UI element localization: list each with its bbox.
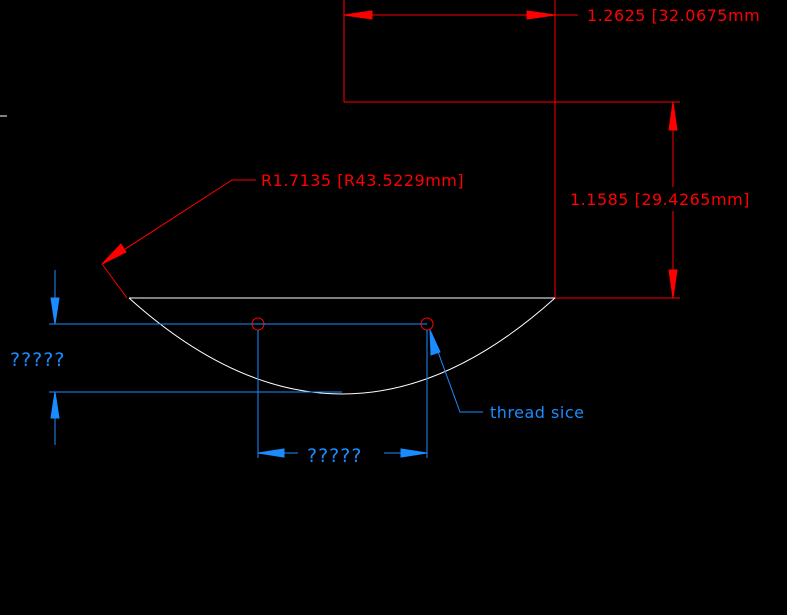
radius-leader-arrow — [101, 243, 127, 265]
top-dim-arrow-left — [343, 10, 373, 20]
height-dimension-label[interactable]: 1.1585 [29.4265mm] — [570, 190, 750, 209]
top-width-dimension-label[interactable]: 1.2625 [32.0675mm — [587, 6, 760, 25]
top-width-dimension — [343, 0, 578, 298]
bowl-arc-edge[interactable] — [128, 297, 556, 395]
depth-dim-arrow-top — [50, 297, 60, 325]
depth-dimension — [49, 270, 427, 445]
radius-arc-extension — [101, 263, 128, 299]
radius-dimension-label[interactable]: R1.7135 [R43.5229mm] — [261, 171, 464, 190]
spacing-dim-arrow-left — [257, 448, 285, 458]
depth-dim-arrow-bottom — [50, 391, 60, 419]
spacing-dim-arrow-right — [400, 448, 428, 458]
spacing-dimension — [257, 330, 428, 458]
depth-dimension-label[interactable]: ????? — [10, 349, 65, 371]
thread-leader-arrow — [429, 329, 441, 356]
thread-leader-label[interactable]: thread sice — [490, 403, 584, 422]
height-dim-arrow-bottom — [668, 269, 678, 299]
thread-leader — [429, 329, 483, 413]
top-dim-arrow-right — [526, 10, 556, 20]
height-dim-arrow-top — [668, 101, 678, 131]
spacing-dimension-label[interactable]: ????? — [307, 445, 362, 467]
thread-leader-line — [429, 329, 483, 413]
height-label-mask — [566, 187, 778, 211]
radius-leader-line — [101, 179, 256, 265]
bowl-profile[interactable] — [128, 297, 556, 395]
radius-dimension — [101, 179, 256, 299]
